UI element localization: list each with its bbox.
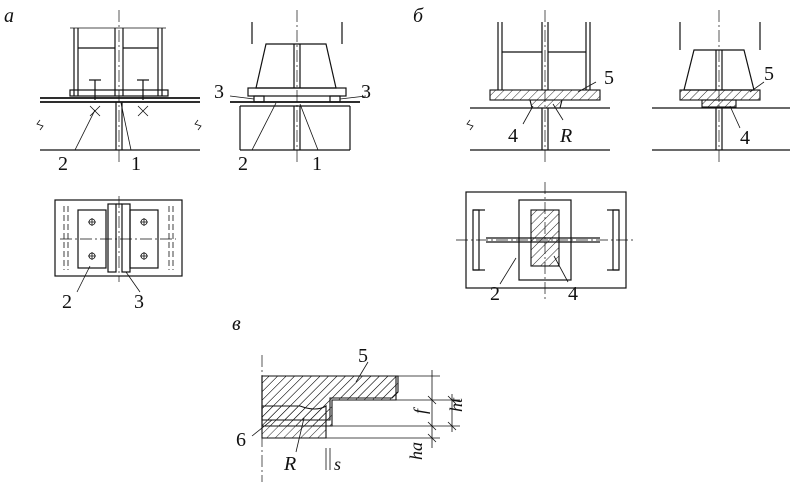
b-plan-view	[456, 182, 636, 300]
a-plan-label-2: 2	[62, 291, 72, 313]
b-left-elevation	[466, 10, 610, 165]
a-left-label-1: 1	[131, 153, 141, 175]
v-label-6: 6	[236, 429, 246, 451]
panel-label-b: б	[413, 5, 424, 27]
a-right-label-3-left: 3	[214, 81, 224, 103]
a-right-label-1: 1	[312, 153, 322, 175]
v-label-ha: ha	[406, 442, 426, 460]
v-label-ht: ht	[446, 397, 466, 412]
b-plan-label-2: 2	[490, 283, 500, 305]
b-plan-label-4: 4	[568, 283, 578, 305]
v-label-R: R	[283, 453, 296, 475]
a-plan-view	[54, 196, 183, 293]
a-right-label-3-right: 3	[361, 81, 371, 103]
v-label-5: 5	[358, 345, 368, 367]
b-left-label-4: 4	[508, 125, 518, 147]
b-right-label-4: 4	[740, 127, 750, 149]
b-right-elevation	[652, 10, 790, 165]
panel-label-a: а	[4, 5, 14, 27]
a-right-label-2: 2	[238, 153, 248, 175]
v-label-s: s	[334, 454, 341, 474]
v-label-f: f	[410, 406, 430, 414]
b-left-label-5: 5	[604, 67, 614, 89]
b-left-label-R: R	[559, 125, 572, 147]
v-detail-section	[251, 355, 460, 482]
panel-label-v: в	[232, 313, 241, 335]
b-right-label-5: 5	[764, 63, 774, 85]
a-plan-label-3: 3	[134, 291, 144, 313]
a-left-elevation	[36, 10, 202, 165]
a-left-label-2: 2	[58, 153, 68, 175]
a-right-elevation	[229, 10, 367, 165]
